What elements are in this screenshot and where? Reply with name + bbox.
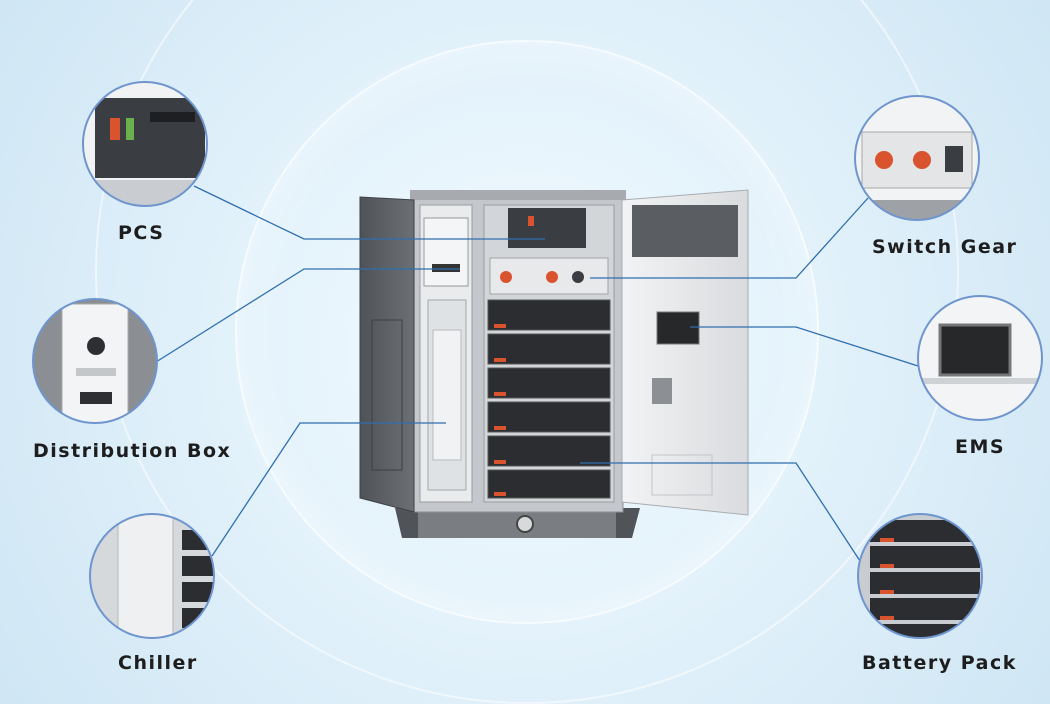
energy-storage-cabinet xyxy=(359,189,749,538)
label-battery-pack: Battery Pack xyxy=(862,652,1017,674)
ems-screen xyxy=(656,311,700,345)
switch-gear-knob-2 xyxy=(546,271,558,283)
battery-module xyxy=(487,299,611,331)
cabinet-top xyxy=(410,190,626,200)
battery-tag xyxy=(494,358,506,362)
battery-tag xyxy=(494,426,506,430)
zoom-circle-border xyxy=(917,295,1043,421)
battery-tag xyxy=(494,492,506,496)
label-switch-gear: Switch Gear xyxy=(872,236,1018,258)
label-distribution-box: Distribution Box xyxy=(33,440,232,462)
pcs-unit xyxy=(508,208,586,248)
zoom-circle-border xyxy=(32,298,158,424)
leader-line-pcs xyxy=(193,185,545,240)
leader-line-battery-pack xyxy=(580,462,861,562)
zoom-circle-border xyxy=(854,95,980,221)
cabinet-left-door xyxy=(359,196,415,513)
leader-line-distribution-box xyxy=(155,268,460,363)
zoom-circle-ems xyxy=(917,295,1043,421)
leader-lines xyxy=(155,185,919,562)
leader-line-switch-gear xyxy=(590,197,869,279)
distribution-box-unit xyxy=(423,217,469,287)
right-door-vent xyxy=(632,205,738,257)
zoom-circle-border xyxy=(89,513,215,639)
leader-line-chiller xyxy=(211,422,446,557)
battery-module xyxy=(487,469,611,499)
switch-gear-knob-1 xyxy=(500,271,512,283)
zoom-circle-pcs xyxy=(82,81,208,207)
label-pcs: PCS xyxy=(118,222,165,244)
cabinet-right-door xyxy=(621,189,749,516)
label-chiller: Chiller xyxy=(118,652,198,674)
cabinet-lock-icon xyxy=(516,515,534,533)
door-handle xyxy=(652,378,672,404)
battery-tag xyxy=(494,392,506,396)
battery-module xyxy=(487,333,611,365)
zoom-circle-switch-gear xyxy=(854,95,980,221)
chiller-panel xyxy=(432,329,462,461)
switch-gear-knob-3 xyxy=(572,271,584,283)
battery-module xyxy=(487,367,611,399)
left-door-vent xyxy=(371,319,403,471)
zoom-circle-border xyxy=(857,513,983,639)
door-pocket xyxy=(651,454,713,496)
battery-stack xyxy=(487,299,611,499)
distribution-box-breakers xyxy=(432,264,460,272)
zoom-circle-distribution-box xyxy=(32,298,158,424)
battery-module xyxy=(487,401,611,433)
zoom-circle-chiller xyxy=(89,513,215,639)
battery-tag xyxy=(494,324,506,328)
zoom-circle-battery-pack xyxy=(857,513,983,639)
label-ems: EMS xyxy=(955,436,1006,458)
battery-module xyxy=(487,435,611,467)
zoom-circle-border xyxy=(82,81,208,207)
leader-line-ems xyxy=(690,326,919,367)
pcs-indicator xyxy=(528,216,534,226)
battery-tag xyxy=(494,460,506,464)
